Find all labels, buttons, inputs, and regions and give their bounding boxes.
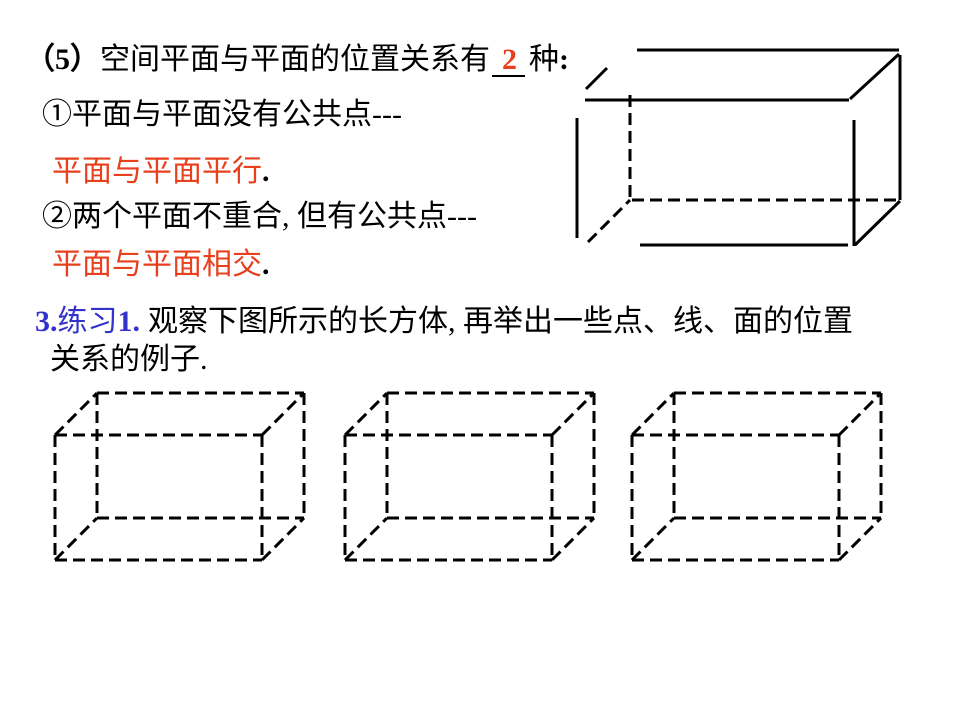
section-number: （5）	[25, 43, 100, 76]
edge-top-right	[260, 391, 306, 437]
edge-top-left	[584, 66, 609, 91]
answer-blank: 2	[492, 45, 525, 77]
blank-answer: 2	[502, 43, 517, 76]
practice-cuboid-1	[53, 391, 306, 562]
exercise-line-1: 3.练习1.观察下图所示的长方体, 再举出一些点、线、面的位置	[35, 304, 853, 340]
exercise-text-1: 观察下图所示的长方体, 再举出一些点、线、面的位置	[148, 305, 853, 338]
edge-bottom-right	[550, 516, 596, 562]
practice-cuboid-2	[343, 391, 596, 562]
case-2-period: .	[262, 248, 270, 281]
exercise-label: 练习	[57, 305, 118, 338]
edge-bottom-right	[837, 516, 883, 562]
case-2-answer: 平面与平面相交	[52, 248, 262, 281]
edge-top-right	[837, 391, 883, 437]
edge-bottom-left	[343, 516, 389, 562]
edge-bottom-left	[53, 516, 99, 562]
case-1-answer-line: 平面与平面平行.	[52, 154, 270, 190]
edge-top-right	[848, 52, 901, 101]
exercise-label-number: 1.	[117, 305, 141, 338]
case-2-condition: ②两个平面不重合, 但有公共点---	[42, 200, 477, 233]
case-1-answer: 平面与平面平行	[52, 155, 262, 188]
case-1-period: .	[262, 155, 270, 188]
edge-top-left	[630, 391, 676, 437]
edge-top-left	[343, 391, 389, 437]
case-2-answer-line: 平面与平面相交.	[52, 247, 270, 283]
edge-top-left	[53, 391, 99, 437]
practice-cuboid-3	[630, 391, 883, 562]
case-1-condition: ①平面与平面没有公共点---	[42, 98, 402, 131]
reference-cuboid	[575, 48, 902, 247]
edge-bottom-left-hidden	[586, 198, 632, 244]
exercise-text-2: 关系的例子.	[50, 343, 208, 376]
practice-cuboids	[53, 391, 883, 562]
section-colon: :	[559, 43, 569, 76]
section-text: 空间平面与平面的位置关系有	[100, 43, 490, 76]
section-suffix: 种	[529, 43, 559, 76]
edge-top-right	[550, 391, 596, 437]
edge-bottom-right	[260, 516, 306, 562]
edge-bottom-right	[853, 199, 902, 247]
exercise-number: 3.	[35, 305, 58, 338]
edge-bottom-left	[630, 516, 676, 562]
